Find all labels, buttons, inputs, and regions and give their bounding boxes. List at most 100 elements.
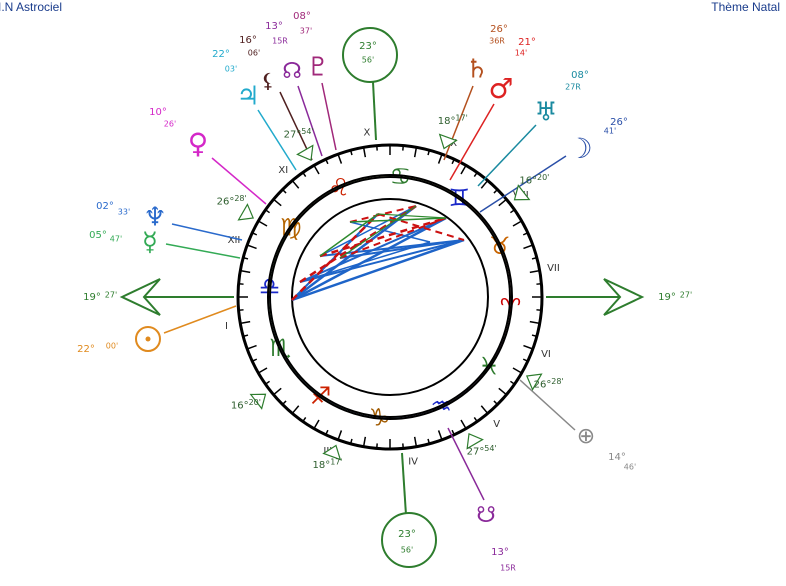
cusp-degree-8: 16° — [519, 175, 537, 186]
house-numeral-6: VI — [541, 349, 551, 360]
degree-tick — [460, 419, 467, 430]
aspect-line-6 — [299, 239, 465, 283]
degree-tick — [313, 164, 320, 175]
degree-tick — [498, 387, 507, 396]
aspect-line-21 — [377, 213, 447, 219]
degree-tick — [473, 172, 478, 178]
cusp-degree-2: 16° — [231, 401, 249, 412]
moon-icon: ☽ — [567, 132, 592, 165]
degree-tick — [493, 400, 499, 406]
cusp-degree-12: 26° — [217, 197, 235, 208]
degree-tick — [522, 232, 529, 236]
house-numeral-12: XII — [228, 235, 241, 246]
south-node-minute: 15R — [500, 564, 516, 573]
degree-tick — [265, 380, 271, 385]
aspect-lines — [291, 204, 465, 302]
jupiter-minute: 03' — [225, 65, 237, 74]
planet-markers: 22°00'☽26°41'☿05°47'♀10°26'♂21°14'♃22°03… — [77, 11, 636, 573]
aspect-line-14 — [319, 216, 447, 258]
degree-tick — [313, 419, 320, 430]
saturn-icon: ♄ — [465, 55, 488, 85]
degree-tick — [291, 405, 300, 414]
mars-degree: 21° — [518, 37, 536, 48]
degree-tick — [349, 149, 353, 156]
degree-tick — [246, 344, 257, 350]
house-numeral-1: I — [225, 321, 228, 332]
degree-tick — [281, 188, 287, 194]
cusp-marker-8 — [513, 184, 531, 201]
lilith-minute: 06' — [248, 49, 260, 58]
degree-tick — [251, 232, 258, 236]
asc-degree: 19° — [83, 292, 101, 303]
degree-tick — [302, 172, 307, 178]
degree-tick — [531, 256, 538, 260]
degree-tick — [522, 358, 529, 362]
sun-degree: 22° — [77, 344, 95, 355]
outer-band-inner-edge — [267, 174, 513, 420]
neptune-degree: 02° — [96, 201, 114, 212]
asc-arrow — [119, 278, 161, 316]
south-node-leader — [447, 427, 485, 501]
dsc-minute: 27' — [680, 291, 692, 300]
house-numeral-11: XI — [278, 165, 288, 176]
degree-tick — [473, 416, 478, 422]
saturn-minute: 36R — [489, 37, 505, 46]
cusp-minute-5: 54' — [484, 444, 496, 453]
degree-tick — [246, 244, 257, 250]
mc-degree: 23° — [359, 41, 377, 52]
degree-tick — [251, 358, 258, 362]
dsc-degree: 19° — [658, 292, 676, 303]
degree-tick — [480, 180, 489, 189]
degree-tick — [240, 320, 251, 325]
degree-tick — [427, 438, 431, 445]
degree-tick — [362, 436, 367, 447]
cusp-marker-2 — [249, 393, 267, 410]
pluto-icon: ♇ — [306, 53, 329, 83]
degree-tick — [240, 269, 251, 274]
north-node-leader — [297, 85, 323, 157]
degree-tick — [498, 198, 507, 207]
degree-tick — [362, 147, 367, 158]
saturn-leader — [443, 85, 474, 161]
degree-tick — [349, 438, 353, 445]
venus-leader — [211, 157, 267, 205]
degree-tick — [291, 180, 300, 189]
aspect-line-12 — [291, 213, 379, 301]
aspect-line-2 — [291, 216, 447, 302]
mercury-leader — [165, 243, 241, 259]
degree-tick — [493, 188, 499, 194]
aspect-line-19 — [319, 213, 379, 257]
mars-icon: ♂ — [488, 72, 513, 105]
house-numeral-4: IV — [408, 456, 418, 467]
mars-leader — [449, 103, 495, 181]
ic-degree: 23° — [398, 529, 416, 540]
aspect-line-17 — [377, 213, 465, 241]
cusp-minute-12: 28' — [234, 194, 246, 203]
degree-tick — [480, 405, 489, 414]
cusp-minute-8: 20' — [537, 173, 549, 182]
neptune-minute: 33' — [118, 208, 130, 217]
dsc-arrow — [603, 278, 645, 316]
cusp-minute-9: 17' — [455, 114, 467, 123]
degree-tick — [529, 320, 540, 325]
uranus-degree: 08° — [571, 70, 589, 81]
ic-circle — [381, 512, 437, 568]
neptune-leader — [171, 223, 243, 241]
degree-tick — [437, 153, 443, 164]
mercury-degree: 05° — [89, 230, 107, 241]
cusp-minute-11: 54' — [301, 127, 313, 136]
jupiter-leader — [257, 109, 297, 171]
uranus-icon: ♅ — [534, 98, 557, 128]
degree-tick — [451, 429, 455, 436]
north-node-degree: 13° — [265, 21, 283, 32]
aspect-line-18 — [349, 217, 447, 223]
mc-axis-line — [372, 81, 377, 141]
part-of-fortune-icon: ⊕ — [577, 424, 595, 449]
sign-glyph-cancer: ♋ — [390, 162, 412, 190]
moon-degree: 26° — [610, 117, 628, 128]
north-node-minute: 15R — [272, 37, 288, 46]
mc-circle — [342, 27, 398, 83]
cusp-minute-6: 28' — [551, 377, 563, 386]
jupiter-icon: ♃ — [236, 82, 259, 112]
cusp-degree-6: 26° — [534, 380, 552, 391]
